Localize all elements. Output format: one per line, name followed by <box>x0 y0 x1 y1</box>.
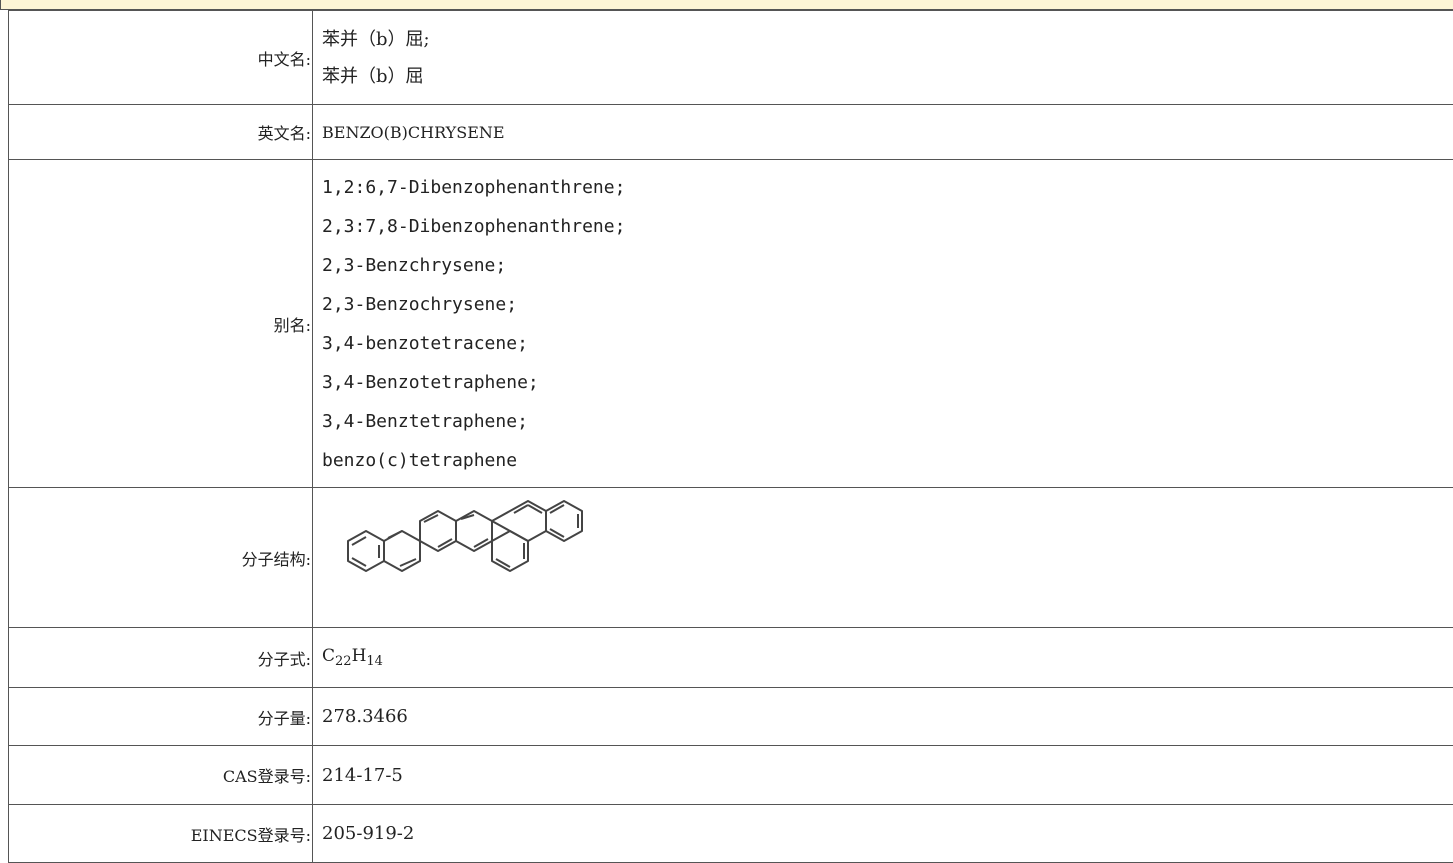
label-einecs: EINECS登录号: <box>9 805 313 863</box>
alias-item: benzo(c)tetraphene <box>322 441 1453 480</box>
chinese-name-line: 苯并（b）屈 <box>322 58 1453 95</box>
label-cas: CAS登录号: <box>9 746 313 805</box>
formula-carbon-count: 22 <box>335 654 352 669</box>
value-structure <box>313 488 1453 628</box>
label-aliases: 别名: <box>9 160 313 488</box>
row-cas: CAS登录号: 214-17-5 <box>9 746 1453 805</box>
value-aliases: 1,2:6,7-Dibenzophenanthrene; 2,3:7,8-Dib… <box>313 160 1453 488</box>
header-bar <box>0 0 1453 10</box>
row-chinese-name: 中文名: 苯并（b）屈; 苯并（b）屈 <box>9 11 1453 105</box>
label-molecular-weight: 分子量: <box>9 688 313 746</box>
value-formula: C22H14 <box>313 628 1453 688</box>
label-formula: 分子式: <box>9 628 313 688</box>
alias-item: 2,3-Benzochrysene; <box>322 285 1453 324</box>
label-english-name: 英文名: <box>9 105 313 160</box>
value-english-name: BENZO(B)CHRYSENE <box>313 105 1453 160</box>
value-einecs: 205-919-2 <box>313 805 1453 863</box>
alias-item: 2,3:7,8-Dibenzophenanthrene; <box>322 207 1453 246</box>
row-english-name: 英文名: BENZO(B)CHRYSENE <box>9 105 1453 160</box>
row-aliases: 别名: 1,2:6,7-Dibenzophenanthrene; 2,3:7,8… <box>9 160 1453 488</box>
alias-item: 3,4-Benzotetraphene; <box>322 363 1453 402</box>
row-einecs: EINECS登录号: 205-919-2 <box>9 805 1453 863</box>
value-cas: 214-17-5 <box>313 746 1453 805</box>
label-chinese-name: 中文名: <box>9 11 313 105</box>
compound-info-table: 中文名: 苯并（b）屈; 苯并（b）屈 英文名: BENZO(B)CHRYSEN… <box>8 10 1453 863</box>
value-chinese-name: 苯并（b）屈; 苯并（b）屈 <box>313 11 1453 105</box>
row-structure: 分子结构: <box>9 488 1453 628</box>
alias-item: 3,4-benzotetracene; <box>322 324 1453 363</box>
formula-hydrogen-count: 14 <box>366 654 383 669</box>
row-molecular-weight: 分子量: 278.3466 <box>9 688 1453 746</box>
row-formula: 分子式: C22H14 <box>9 628 1453 688</box>
alias-item: 1,2:6,7-Dibenzophenanthrene; <box>322 168 1453 207</box>
formula-hydrogen: H <box>352 646 367 666</box>
label-structure: 分子结构: <box>9 488 313 628</box>
formula-carbon: C <box>322 646 335 666</box>
value-molecular-weight: 278.3466 <box>313 688 1453 746</box>
alias-item: 3,4-Benztetraphene; <box>322 402 1453 441</box>
molecule-structure-image <box>328 493 608 623</box>
alias-item: 2,3-Benzchrysene; <box>322 246 1453 285</box>
chinese-name-line: 苯并（b）屈; <box>322 21 1453 58</box>
